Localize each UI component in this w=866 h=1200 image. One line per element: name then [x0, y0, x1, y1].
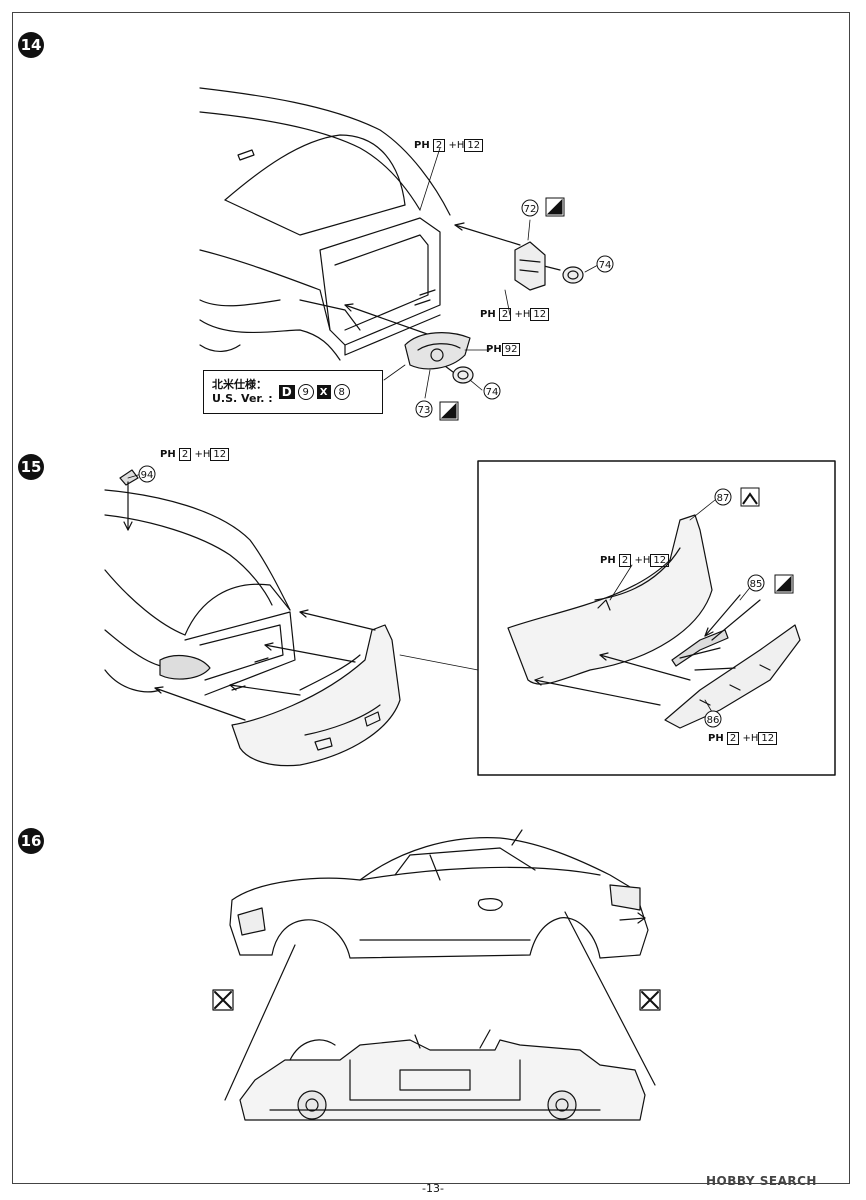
part-label-73: 73 [415, 400, 433, 418]
part-86-diffuser [664, 624, 801, 729]
part-label-86: 86 [704, 710, 722, 728]
part-74-ring-lower [452, 366, 474, 384]
code-9: 9 [297, 384, 314, 400]
part-73-tail-lamp [404, 332, 471, 370]
step14-car-rear [199, 87, 451, 361]
svg-text:85: 85 [750, 579, 763, 590]
part-74-ring-upper [562, 266, 584, 284]
code-d: D [278, 385, 295, 399]
part-label-85: 85 [747, 574, 765, 592]
svg-text:74: 74 [486, 387, 499, 398]
step15-rear-bumper [231, 624, 401, 767]
step16-chassis [239, 1029, 646, 1121]
part-label-87: 87 [714, 488, 732, 506]
part-72-bracket [514, 241, 546, 291]
step-14-badge: 14 [18, 32, 44, 58]
part-label-72: 72 [521, 199, 539, 217]
us-version-note: 北米仕様： U.S. Ver. : D 9 X 8 [203, 370, 383, 414]
us-label-jp: 北米仕様： [212, 378, 267, 391]
svg-text:87: 87 [717, 493, 730, 504]
svg-text:73: 73 [418, 405, 431, 416]
step15-car-rear [104, 489, 296, 696]
part-label-74-lower: 74 [483, 382, 501, 400]
page-frame [12, 12, 850, 1184]
us-label-en: U.S. Ver. : [212, 392, 273, 405]
paint-swatch-icons [439, 197, 794, 594]
svg-text:72: 72 [524, 204, 537, 215]
part-label-74-upper: 74 [596, 255, 614, 273]
step16-paint-icons [212, 989, 661, 1011]
svg-text:94: 94 [141, 470, 154, 481]
svg-text:74: 74 [599, 260, 612, 271]
step-15-badge: 15 [18, 454, 44, 480]
code-x-icon: X [316, 385, 331, 399]
page-number: -13- [422, 1182, 444, 1195]
step-16-badge: 16 [18, 828, 44, 854]
step16-body-shell [229, 829, 649, 959]
svg-text:86: 86 [707, 715, 720, 726]
step15-detail-box [477, 460, 836, 776]
watermark-logo: HOBBY SEARCH [706, 1174, 817, 1188]
code-8: 8 [333, 384, 350, 400]
part-label-94: 94 [138, 465, 156, 483]
